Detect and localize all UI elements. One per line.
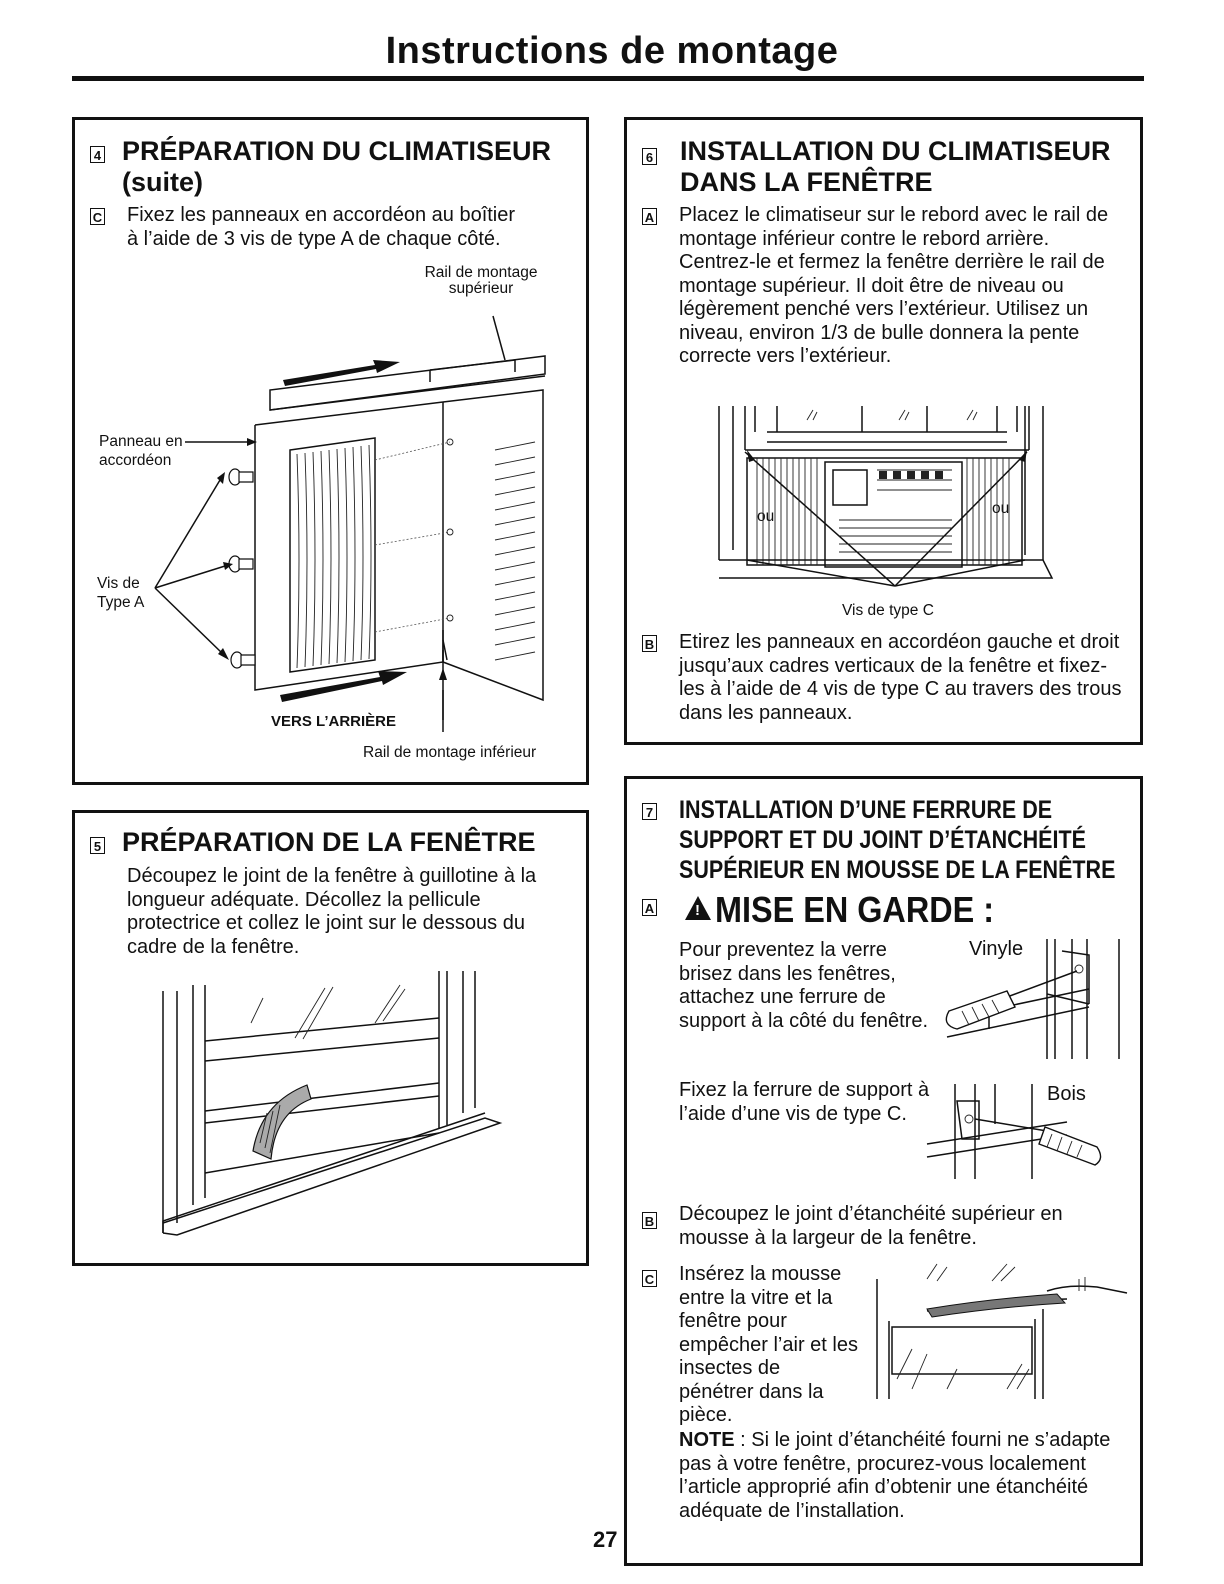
step4-heading-line1: PRÉPARATION DU CLIMATISEUR xyxy=(122,136,551,166)
label-vis-type-a: Vis de Type A xyxy=(97,574,144,612)
label-rail-superieur-line2: supérieur xyxy=(448,280,514,297)
foam-seal-illustration xyxy=(627,779,1146,1569)
label-ou-left: ou xyxy=(755,507,777,526)
step7-panel: 7 INSTALLATION D’UNE FERRURE DE SUPPORT … xyxy=(624,776,1143,1566)
bracket-illustrations xyxy=(627,779,1146,1569)
step7-a-badge: A xyxy=(642,899,657,916)
step6-heading-line1: INSTALLATION DU CLIMATISEUR xyxy=(680,136,1111,166)
step5-heading: PRÉPARATION DE LA FENÊTRE xyxy=(122,827,536,857)
warning-label: MISE EN GARDE : xyxy=(715,889,995,930)
label-rail-inferieur: Rail de montage inférieur xyxy=(363,744,537,761)
step7-c-text: Insérez la mousse entre la vitre et la f… xyxy=(679,1263,858,1426)
window-seal-illustration xyxy=(75,813,592,1269)
note-label: NOTE xyxy=(679,1429,735,1451)
warning-icon: ! xyxy=(685,896,711,920)
ac-in-window-illustration xyxy=(627,120,1146,748)
step6-b-badge: B xyxy=(642,635,657,652)
step4-panel: 4 PRÉPARATION DU CLIMATISEUR (suite) C F… xyxy=(72,117,589,785)
step7-b-badge: B xyxy=(642,1212,657,1229)
step6-heading: INSTALLATION DU CLIMATISEUR DANS LA FENÊ… xyxy=(680,136,1140,198)
step7-heading: INSTALLATION D’UNE FERRURE DE SUPPORT ET… xyxy=(679,795,1186,885)
title-rule xyxy=(72,76,1144,81)
step4-c-badge: C xyxy=(90,208,105,225)
label-bois: Bois xyxy=(1047,1083,1086,1105)
label-ou-right: ou xyxy=(990,499,1012,518)
step5-text: Découpez le joint de la fenêtre à guillo… xyxy=(127,865,537,958)
label-vinyle: Vinyle xyxy=(969,938,1024,960)
accordion-panel-illustration xyxy=(75,120,592,788)
step7-heading-line2: SUPPORT ET DU JOINT D’ÉTANCHÉITÉ xyxy=(679,826,1086,854)
label-panneau-line2: accordéon xyxy=(99,452,172,469)
step7-heading-line1: INSTALLATION D’UNE FERRURE DE xyxy=(679,796,1053,824)
step4-heading: PRÉPARATION DU CLIMATISEUR (suite) xyxy=(122,136,582,198)
step7-heading-line3: SUPÉRIEUR EN MOUSSE DE LA FENÊTRE xyxy=(679,856,1116,884)
label-panneau-line1: Panneau en xyxy=(99,433,183,450)
label-vis-line2: Type A xyxy=(97,594,145,611)
label-panneau-accordeon: Panneau en accordéon xyxy=(99,432,183,470)
label-rail-superieur: Rail de montage supérieur xyxy=(411,263,551,298)
page-title: Instructions de montage xyxy=(385,30,839,72)
note-text: : Si le joint d’étanchéité fourni ne s’a… xyxy=(679,1429,1111,1522)
label-vers-arriere: VERS L’ARRIÈRE xyxy=(271,713,397,730)
step7-c-badge: C xyxy=(642,1270,657,1287)
step5-number-badge: 5 xyxy=(90,837,105,854)
step5-panel: 5 PRÉPARATION DE LA FENÊTRE Découpez le … xyxy=(72,810,589,1266)
step6-heading-line2: DANS LA FENÊTRE xyxy=(680,167,933,197)
page-number: 27 xyxy=(593,1527,618,1552)
step7-note: NOTE : Si le joint d’étanchéité fourni n… xyxy=(679,1429,1129,1523)
label-vis-line1: Vis de xyxy=(97,575,140,592)
step4-number-badge: 4 xyxy=(90,146,105,163)
step7-number-badge: 7 xyxy=(642,803,657,820)
step7-a-text: Pour preventez la verre brisez dans les … xyxy=(679,939,929,1032)
step7-a-text2: Fixez la ferrure de support à l’aide d’u… xyxy=(679,1079,930,1125)
step7-b-text: Découpez le joint d’étanchéité supérieur… xyxy=(679,1203,1063,1249)
label-vis-type-c: Vis de type C xyxy=(842,602,934,619)
step6-b-text: Etirez les panneaux en accordéon gauche … xyxy=(679,631,1122,724)
warning-heading: !MISE EN GARDE : xyxy=(685,889,1025,931)
step4-c-text: Fixez les panneaux en accordéon au boîti… xyxy=(127,204,516,250)
step6-panel: 6 INSTALLATION DU CLIMATISEUR DANS LA FE… xyxy=(624,117,1143,745)
step6-a-text: Placez le climatiseur sur le rebord avec… xyxy=(679,204,1109,367)
step4-heading-line2: (suite) xyxy=(122,167,203,197)
step6-number-badge: 6 xyxy=(642,148,657,165)
step6-a-badge: A xyxy=(642,208,657,225)
label-rail-superieur-line1: Rail de montage xyxy=(424,264,538,281)
